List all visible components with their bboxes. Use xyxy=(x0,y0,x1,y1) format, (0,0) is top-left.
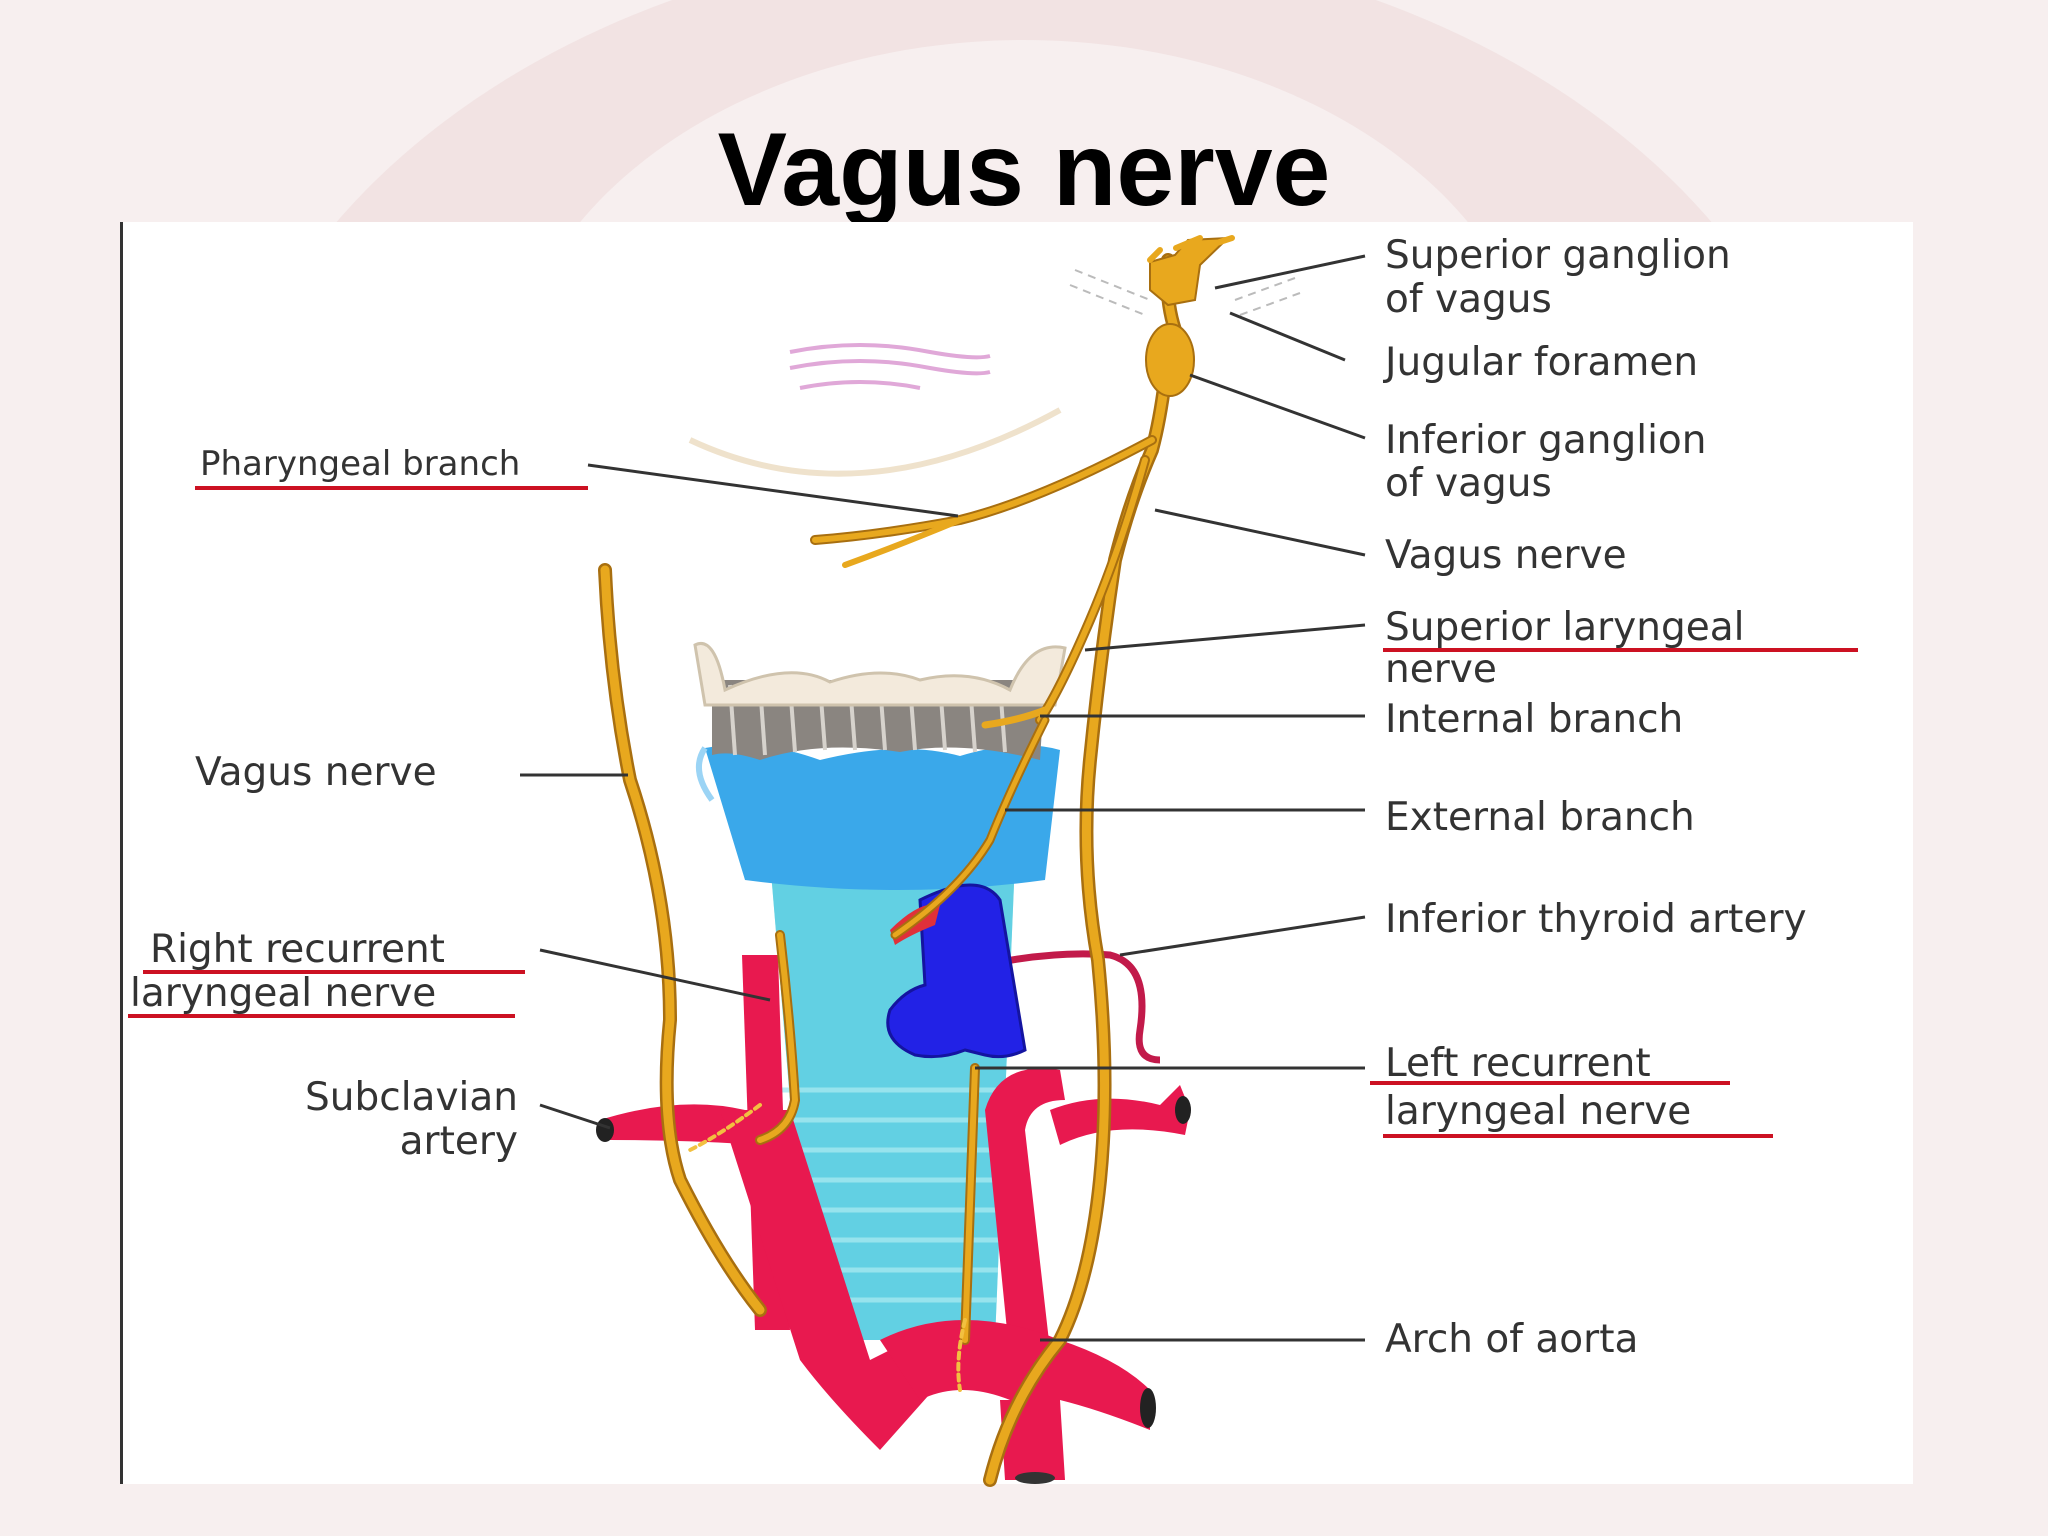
label-underlines xyxy=(128,486,1858,1138)
label-external-branch: External branch xyxy=(1385,795,1695,840)
label-subclavian-line1: Subclavian xyxy=(305,1075,518,1120)
label-vagus-nerve: Vagus nerve xyxy=(1385,533,1627,578)
label-arch-of-aorta: Arch of aorta xyxy=(1385,1317,1638,1362)
label-subclavian-line2: artery xyxy=(400,1119,518,1164)
label-inferior-ganglion-line2: of vagus xyxy=(1385,461,1552,506)
hyoid-bone xyxy=(693,642,1067,707)
label-jugular-foramen: Jugular foramen xyxy=(1382,340,1698,385)
artery-opening xyxy=(1175,1096,1191,1124)
label-internal-branch: Internal branch xyxy=(1385,697,1683,742)
artery-opening xyxy=(1140,1388,1156,1428)
skull-base-sketch xyxy=(688,269,1301,477)
nerves xyxy=(598,235,1235,1487)
label-inferior-thyroid-artery: Inferior thyroid artery xyxy=(1385,897,1807,942)
label-superior-laryngeal-line2: nerve xyxy=(1385,647,1497,692)
pharyngeal-branch xyxy=(810,435,1157,545)
inferior-thyroid-artery xyxy=(969,950,1161,1064)
label-pharyngeal-branch: Pharyngeal branch xyxy=(200,444,520,484)
inferior-ganglion xyxy=(1145,323,1195,397)
label-inferior-ganglion-line1: Inferior ganglion xyxy=(1385,418,1706,463)
label-superior-ganglion-line2: of vagus xyxy=(1385,277,1552,322)
label-superior-ganglion-line1: Superior ganglion xyxy=(1385,233,1731,278)
label-right-recurrent-line2: laryngeal nerve xyxy=(130,971,436,1016)
label-right-vagus-nerve: Vagus nerve xyxy=(195,750,437,795)
superior-ganglion xyxy=(1149,236,1231,307)
internal-branch xyxy=(981,706,1049,729)
artery-opening xyxy=(596,1118,614,1142)
slide-title: Vagus nerve xyxy=(717,112,1331,228)
left-common-carotid xyxy=(985,1068,1065,1360)
thyroid-cartilage xyxy=(695,744,1060,890)
label-left-recurrent-line1: Left recurrent xyxy=(1385,1041,1651,1086)
artery-opening xyxy=(1015,1472,1055,1484)
leader-lines xyxy=(520,254,1366,1342)
label-right-recurrent-line1: Right recurrent xyxy=(150,927,445,972)
label-superior-laryngeal-line1: Superior laryngeal xyxy=(1385,605,1744,650)
label-left-recurrent-line2: laryngeal nerve xyxy=(1385,1089,1691,1134)
left-subclavian-artery xyxy=(1050,1085,1190,1145)
